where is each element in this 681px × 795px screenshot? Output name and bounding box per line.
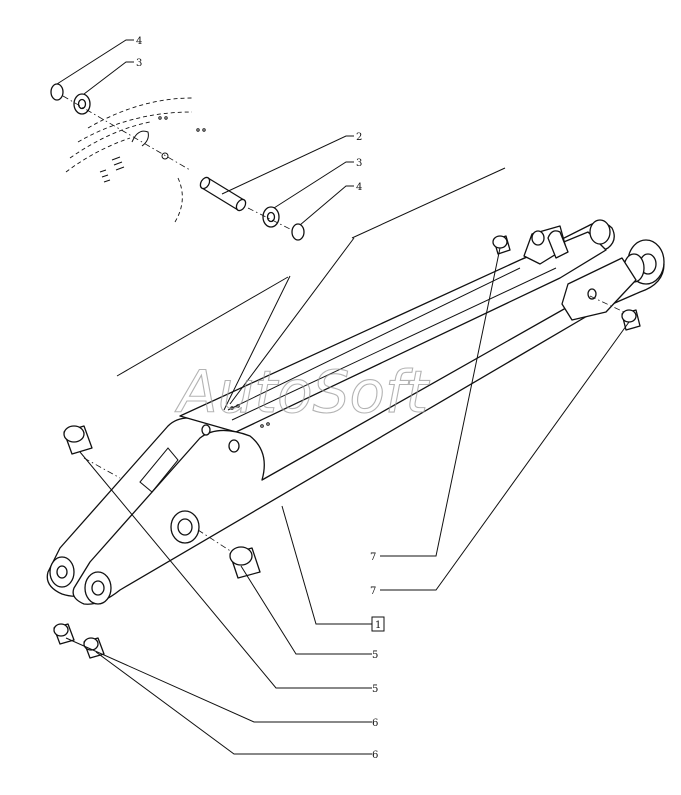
bushing-7-top bbox=[492, 235, 511, 255]
callout-7-upper: 7 bbox=[370, 552, 376, 563]
callout-2: 2 bbox=[356, 132, 362, 143]
bushing-6-b bbox=[83, 637, 105, 659]
section-cut-lines bbox=[116, 167, 506, 377]
leader-lines bbox=[56, 39, 630, 755]
adjacent-part-outline bbox=[65, 97, 206, 223]
top-parts bbox=[50, 83, 305, 241]
callout-1-box bbox=[371, 616, 385, 632]
callout-5-lower: 5 bbox=[372, 684, 378, 695]
callout-7-lower: 7 bbox=[370, 586, 376, 597]
watermark-text: AutoSoft bbox=[174, 358, 430, 426]
bushing-5-centre bbox=[229, 546, 261, 579]
callout-1: 1 bbox=[375, 620, 381, 631]
callout-3-right: 3 bbox=[356, 158, 362, 169]
washer-3-left-hole bbox=[77, 98, 87, 110]
callout-6-upper: 6 bbox=[372, 718, 378, 729]
boom-assembly bbox=[46, 219, 665, 605]
bushing-6-a bbox=[53, 623, 75, 645]
callout-4-right: 4 bbox=[356, 182, 362, 193]
bushing-7-right bbox=[621, 309, 641, 331]
callout-6-lower: 6 bbox=[372, 750, 378, 761]
callout-5-upper: 5 bbox=[372, 650, 378, 661]
callout-4-top-left: 4 bbox=[136, 36, 142, 47]
callout-3-top-left: 3 bbox=[136, 58, 142, 69]
o-ring-4-left bbox=[50, 83, 64, 101]
washer-3-right-hole bbox=[266, 211, 276, 223]
o-ring-4-right bbox=[291, 223, 305, 241]
bushing-5-left bbox=[63, 425, 93, 455]
callouts: 4 3 2 3 4 7 7 1 5 5 6 6 bbox=[136, 36, 385, 761]
